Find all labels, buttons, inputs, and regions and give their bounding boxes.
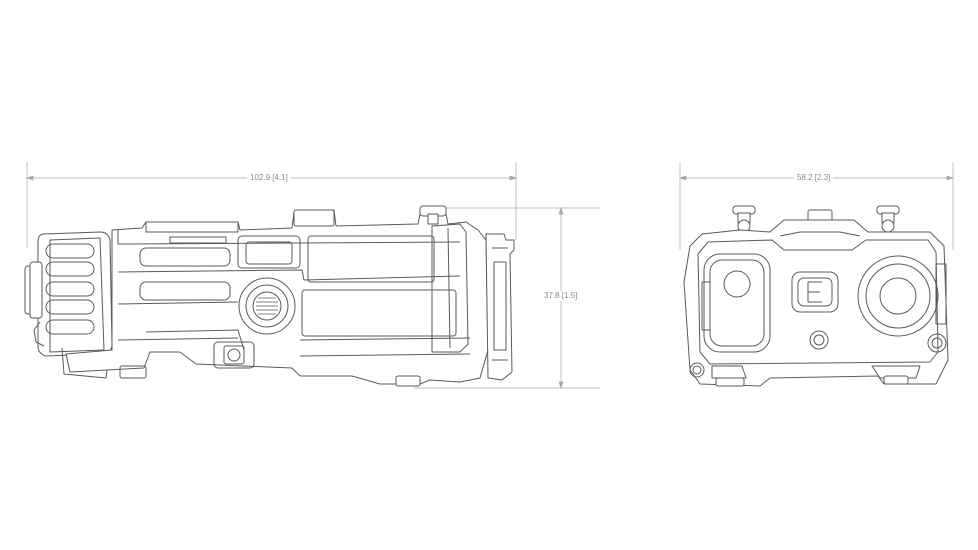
arrowhead-top xyxy=(558,206,564,215)
arrowhead-left xyxy=(25,175,34,181)
front-screws xyxy=(689,330,947,378)
side-view xyxy=(24,205,515,387)
dimension-label-front-width: 58.2 [2.3] xyxy=(794,173,834,183)
front-housing xyxy=(485,233,515,381)
top-screws xyxy=(732,205,900,233)
arrowhead-right xyxy=(509,175,518,181)
front-view xyxy=(683,205,949,387)
arrowhead-front-right xyxy=(946,175,955,181)
left-window xyxy=(701,253,771,353)
dimension-label-side-length: 102.9 [4.1] xyxy=(247,173,291,183)
dimension-label-height: 37.8 [1.5] xyxy=(541,291,581,301)
main-body xyxy=(65,205,489,387)
arrowhead-front-left xyxy=(678,175,687,181)
arrowhead-bottom xyxy=(558,381,564,390)
battery-cap xyxy=(24,231,113,379)
right-lens xyxy=(857,255,947,337)
center-emblem xyxy=(791,271,839,313)
